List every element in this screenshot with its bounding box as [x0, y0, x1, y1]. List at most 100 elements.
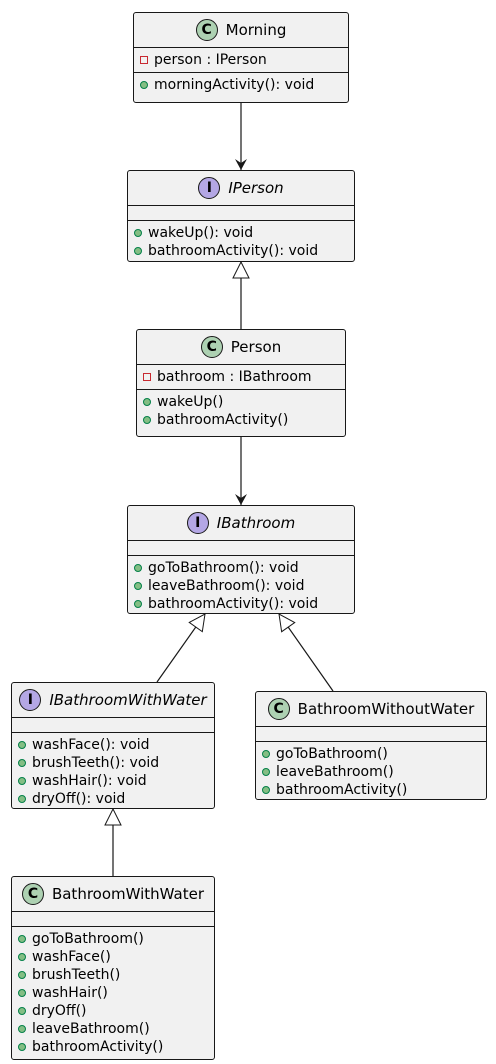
method-row: washFace() — [18, 948, 214, 966]
public-visibility-icon — [18, 1025, 26, 1033]
interface-badge-icon: I — [19, 689, 42, 711]
class-person[interactable]: C Person bathroom : IBathroom wakeUp() bathr… — [136, 329, 346, 437]
methods-section: wakeUp() bathroomActivity() — [137, 390, 345, 432]
public-visibility-icon — [134, 600, 142, 608]
method-row: wakeUp() — [143, 393, 345, 411]
method-text: goToBathroom() — [276, 746, 388, 762]
public-visibility-icon — [262, 750, 270, 758]
field-text: person : IPerson — [154, 52, 267, 68]
private-visibility-icon — [143, 373, 151, 381]
method-row: bathroomActivity() — [18, 1038, 214, 1056]
methods-section: morningActivity(): void — [134, 73, 348, 97]
method-text: morningActivity(): void — [154, 77, 315, 93]
method-text: wakeUp(): void — [148, 225, 254, 241]
method-row: goToBathroom(): void — [134, 559, 354, 577]
private-visibility-icon — [140, 56, 148, 64]
public-visibility-icon — [134, 247, 142, 255]
fields-section: person : IPerson — [134, 48, 348, 73]
methods-section: goToBathroom(): void leaveBathroom(): voi… — [128, 556, 354, 616]
method-row: washHair() — [18, 984, 214, 1002]
public-visibility-icon — [18, 935, 26, 943]
public-visibility-icon — [262, 786, 270, 794]
method-text: leaveBathroom() — [32, 1021, 150, 1037]
box-header: C BathroomWithoutWater — [256, 692, 486, 727]
box-header: C Morning — [134, 13, 348, 48]
method-row: bathroomActivity(): void — [134, 595, 354, 613]
method-row: dryOff() — [18, 1002, 214, 1020]
public-visibility-icon — [262, 768, 270, 776]
public-visibility-icon — [18, 1007, 26, 1015]
field-row: person : IPerson — [140, 51, 348, 69]
method-row: washFace(): void — [18, 736, 214, 754]
methods-section: washFace(): void brushTeeth(): void washHa… — [12, 733, 214, 811]
method-text: bathroomActivity(): void — [148, 243, 319, 259]
public-visibility-icon — [18, 777, 26, 785]
public-visibility-icon — [134, 229, 142, 237]
box-title: Morning — [225, 21, 287, 39]
public-visibility-icon — [18, 1043, 26, 1051]
public-visibility-icon — [18, 795, 26, 803]
methods-section: goToBathroom()leaveBathroom()bathroomAct… — [256, 742, 486, 802]
method-text: brushTeeth(): void — [32, 755, 160, 771]
class-badge-icon: C — [21, 883, 44, 905]
interface-badge-icon: I — [186, 512, 209, 534]
method-row: leaveBathroom() — [18, 1020, 214, 1038]
field-row: bathroom : IBathroom — [143, 368, 345, 386]
method-text: wakeUp() — [157, 394, 224, 410]
method-text: dryOff() — [32, 1003, 87, 1019]
box-header: C Person — [137, 330, 345, 365]
method-row: leaveBathroom(): void — [134, 577, 354, 595]
interface-badge-icon: I — [198, 177, 221, 199]
interface-iperson[interactable]: I IPerson wakeUp(): void bathroomActivity()… — [127, 170, 355, 262]
method-text: washHair(): void — [32, 773, 147, 789]
class-bathroomwithoutwater[interactable]: C BathroomWithoutWater goToBathroom()leave… — [255, 691, 487, 800]
method-row: goToBathroom() — [262, 745, 486, 763]
public-visibility-icon — [18, 989, 26, 997]
class-badge-icon: C — [200, 336, 223, 358]
box-title: BathroomWithoutWater — [297, 700, 475, 718]
methods-section: goToBathroom() washFace() brushTeeth() wash… — [12, 927, 214, 1059]
method-text: washFace(): void — [32, 737, 150, 753]
public-visibility-icon — [18, 971, 26, 979]
public-visibility-icon — [134, 582, 142, 590]
edge-bathroomwithoutwater-to-ibathroom — [279, 614, 334, 692]
class-badge-icon: C — [195, 19, 218, 41]
public-visibility-icon — [18, 759, 26, 767]
field-text: bathroom : IBathroom — [157, 369, 312, 385]
method-row: bathroomActivity(): void — [134, 242, 354, 260]
class-badge-icon: C — [267, 698, 290, 720]
edge-ibathroomwithwater-to-ibathroom — [156, 614, 205, 683]
method-row: brushTeeth(): void — [18, 754, 214, 772]
public-visibility-icon — [143, 398, 151, 406]
public-visibility-icon — [134, 564, 142, 572]
method-text: bathroomActivity(): void — [148, 596, 319, 612]
fields-section — [128, 206, 354, 221]
method-text: goToBathroom(): void — [148, 560, 299, 576]
method-text: bathroomActivity() — [157, 412, 289, 428]
method-text: brushTeeth() — [32, 967, 121, 983]
method-text: goToBathroom() — [32, 931, 144, 947]
method-text: washHair() — [32, 985, 108, 1001]
box-title: Person — [230, 338, 282, 356]
box-header: I IPerson — [128, 171, 354, 206]
method-row: bathroomActivity() — [262, 781, 486, 799]
box-title: IBathroom — [216, 514, 296, 532]
public-visibility-icon — [18, 741, 26, 749]
class-morning[interactable]: C Morning person : IPerson morningActivity(… — [133, 12, 349, 103]
public-visibility-icon — [18, 953, 26, 961]
fields-section — [256, 727, 486, 742]
fields-section — [12, 718, 214, 733]
method-text: washFace() — [32, 949, 111, 965]
fields-section — [128, 541, 354, 556]
method-row: washHair(): void — [18, 772, 214, 790]
box-header: I IBathroom — [128, 506, 354, 541]
box-title: IPerson — [228, 179, 284, 197]
method-text: leaveBathroom(): void — [148, 578, 305, 594]
method-row: leaveBathroom() — [262, 763, 486, 781]
method-row: bathroomActivity() — [143, 411, 345, 429]
interface-ibathroom[interactable]: I IBathroom goToBathroom(): void leaveBathr… — [127, 505, 355, 614]
